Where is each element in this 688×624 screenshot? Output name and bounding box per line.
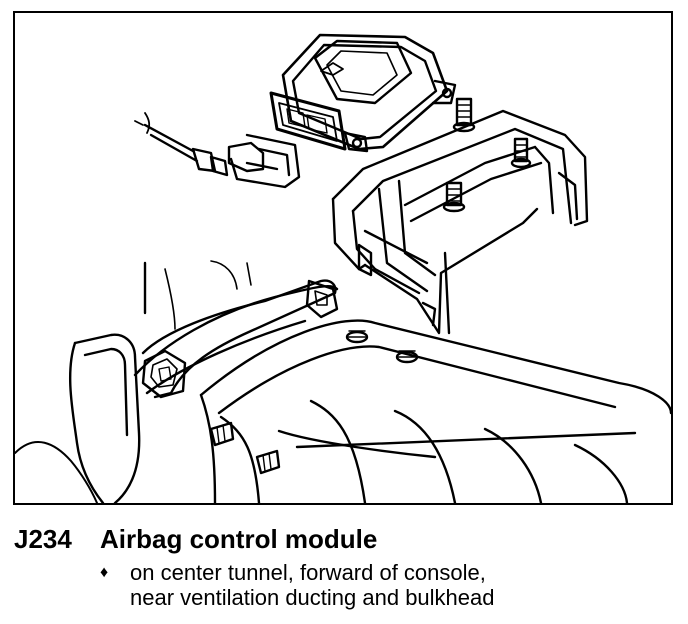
stud-2 <box>510 137 532 169</box>
location-list: ♦ on center tunnel, forward of console, … <box>100 560 495 610</box>
center-tunnel <box>133 284 671 503</box>
mounting-bracket <box>331 109 589 335</box>
component-title: Airbag control module <box>100 524 378 554</box>
bullet-diamond-icon: ♦ <box>100 564 109 581</box>
location-line-1: on center tunnel, forward of console, <box>130 560 486 585</box>
cable-fragment <box>134 112 151 134</box>
harness-connector <box>143 123 301 189</box>
stud-4 <box>345 330 369 344</box>
airbag-control-module <box>269 33 457 153</box>
component-heading: J234 Airbag control module <box>14 524 377 554</box>
mounting-studs <box>209 97 532 475</box>
cross-brace <box>141 279 339 399</box>
stud-6 <box>209 421 235 447</box>
illustration-frame <box>13 11 673 505</box>
stud-1 <box>452 97 476 133</box>
body-panel-left <box>15 260 252 503</box>
location-item: ♦ on center tunnel, forward of console, … <box>100 560 495 610</box>
location-line-2: near ventilation ducting and bulkhead <box>130 585 495 610</box>
airbag-module-illustration <box>15 33 671 503</box>
stud-3 <box>442 181 466 213</box>
component-code: J234 <box>14 524 72 554</box>
stud-7 <box>255 449 281 475</box>
